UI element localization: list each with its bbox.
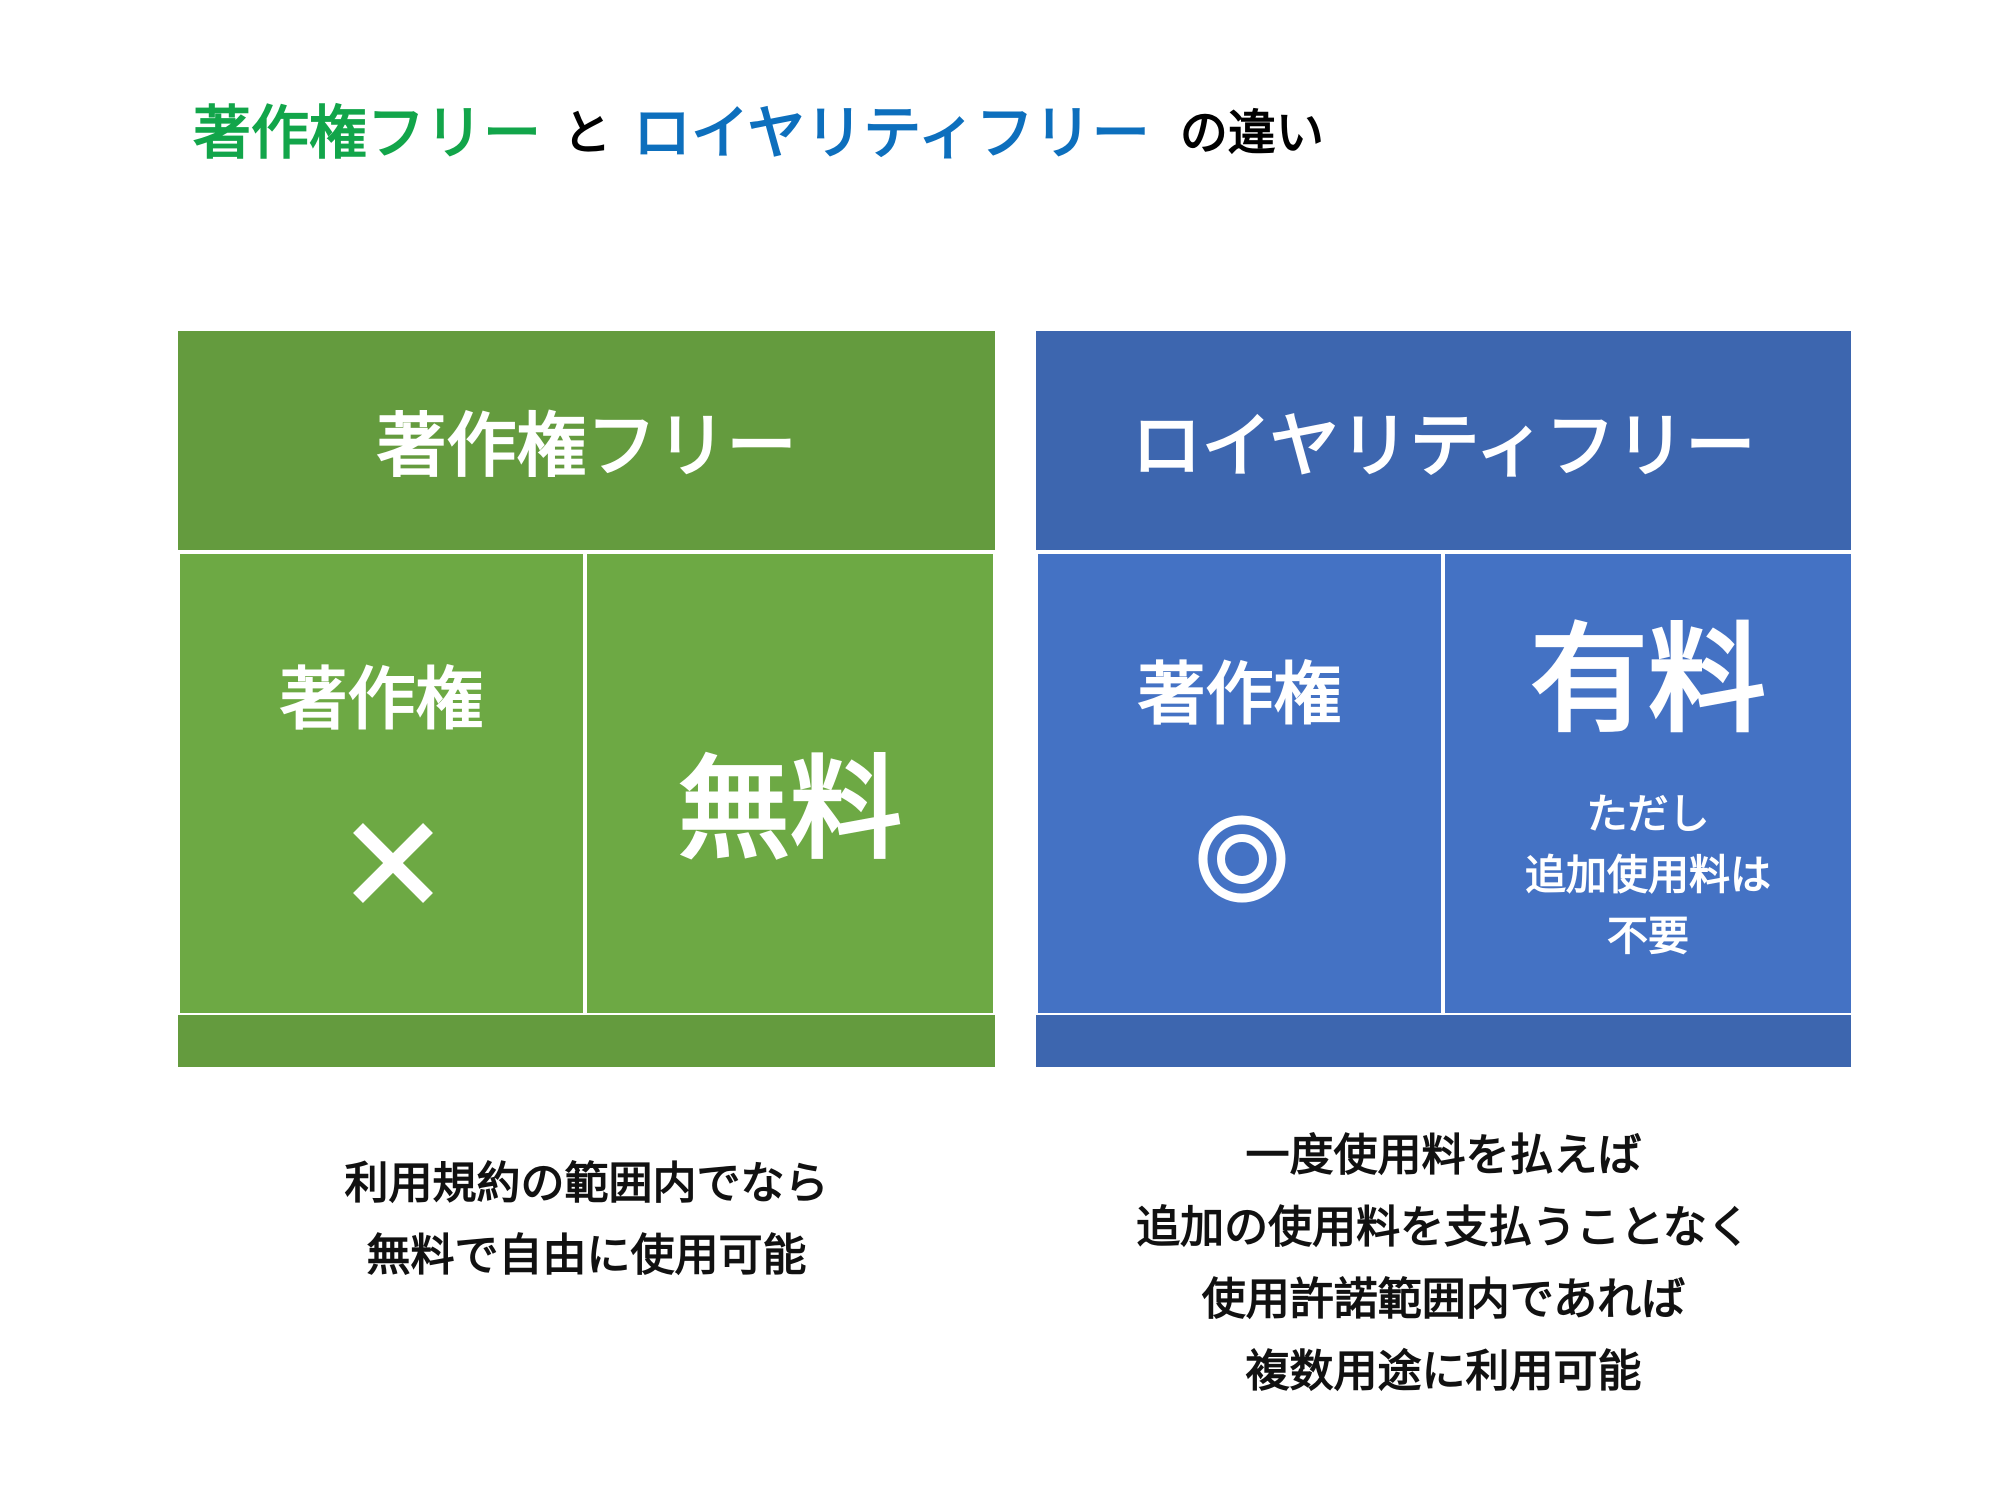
copyright-free-header: 著作権フリー: [178, 331, 995, 550]
price-value: 有料: [1529, 611, 1766, 749]
price-value: 無料: [678, 745, 902, 875]
copyright-free-card: 著作権フリー 著作権 無料: [178, 331, 995, 1067]
note-line: ただし: [1586, 790, 1710, 838]
royalty-free-description: 一度使用料を払えば 追加の使用料を支払うことなく 使用許諾範囲内であれば 複数用…: [1036, 1120, 1851, 1408]
description-line: 一度使用料を払えば: [1245, 1130, 1642, 1181]
title-royalty-free: ロイヤリティフリー: [633, 99, 1150, 167]
description-line: 無料で自由に使用可能: [366, 1230, 807, 1281]
double-circle-icon: [1198, 815, 1286, 903]
note-line: 追加使用料は: [1525, 851, 1771, 899]
description-line: 複数用途に利用可能: [1245, 1346, 1642, 1397]
copyright-free-price-cell: 無料: [587, 554, 993, 1013]
description-line: 追加の使用料を支払うことなく: [1136, 1202, 1751, 1253]
cross-mark-icon: [353, 823, 433, 903]
copyright-free-description: 利用規約の範囲内でなら 無料で自由に使用可能: [178, 1148, 995, 1292]
title-copyright-free: 著作権フリー: [193, 99, 542, 167]
royalty-free-header: ロイヤリティフリー: [1036, 331, 1851, 550]
page-title: 著作権フリー と ロイヤリティフリー の違い: [193, 88, 1324, 168]
royalty-free-footer-bar: [1036, 1015, 1851, 1067]
description-line: 利用規約の範囲内でなら: [344, 1158, 829, 1209]
copyright-free-rights-cell: 著作権: [180, 554, 583, 1013]
note-line: 不要: [1607, 912, 1689, 960]
royalty-free-rights-cell: 著作権: [1038, 554, 1441, 1013]
royalty-free-card: ロイヤリティフリー 著作権 有料 ただし 追加使用料は 不要: [1036, 331, 1851, 1067]
price-note: ただし 追加使用料は 不要: [1445, 784, 1851, 967]
royalty-free-price-cell: 有料 ただし 追加使用料は 不要: [1445, 554, 1851, 1013]
description-line: 使用許諾範囲内であれば: [1201, 1274, 1686, 1325]
title-suffix: の違い: [1179, 105, 1324, 161]
rights-label: 著作権: [279, 661, 484, 740]
rights-label: 著作権: [1137, 656, 1342, 735]
title-connector: と: [563, 105, 612, 161]
copyright-free-footer-bar: [178, 1015, 995, 1067]
